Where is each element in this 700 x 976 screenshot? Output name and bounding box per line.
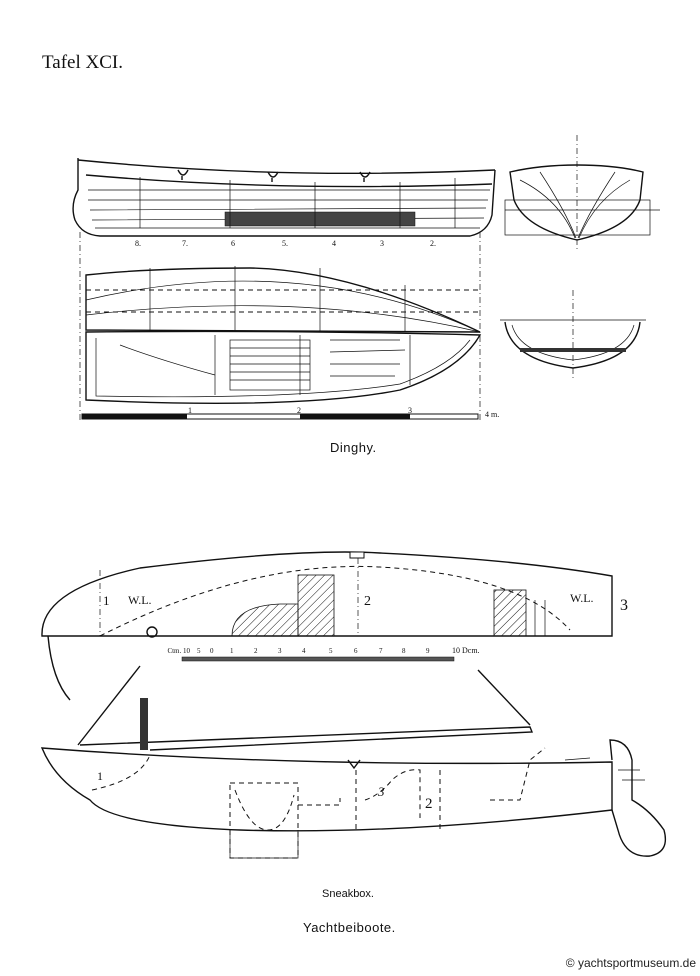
dinghy-body-plan (504, 135, 660, 250)
scale-label: 5 (329, 647, 333, 655)
scale-label: 2 (254, 647, 258, 655)
plate-caption: Yachtbeiboote. (303, 920, 396, 935)
scale-label: 4 (302, 647, 306, 655)
scale-label: 3 (408, 406, 412, 415)
scale-label: Ctm. 10 (167, 647, 190, 655)
frame-number: 6 (231, 239, 235, 248)
frame-number: 3 (380, 239, 384, 248)
dinghy-plan (85, 266, 482, 405)
scale-label: 8 (402, 647, 406, 655)
plan-label: W.L. (570, 591, 594, 605)
scale-label: 2 (297, 406, 301, 415)
frame-number: 8. (135, 239, 141, 248)
dinghy-section (500, 290, 646, 380)
side-label: 2 (425, 796, 433, 812)
scale-label: 10 Dcm. (452, 646, 480, 655)
dinghy-scale: 1 2 3 4 m. (81, 406, 499, 420)
plan-label: 3 (620, 597, 628, 614)
scale-label: 6 (354, 647, 358, 655)
scale-label: 3 (278, 647, 282, 655)
sneakbox-profile: 1 3 2 (40, 665, 667, 859)
side-label: 1 (97, 769, 103, 783)
side-label: 3 (377, 784, 385, 799)
plan-label: W.L. (128, 593, 152, 607)
frame-number: 4 (332, 239, 336, 248)
plan-label: 1 (103, 593, 110, 608)
scale-label: 4 m. (485, 410, 499, 419)
scale-label: 7 (379, 647, 383, 655)
plan-label: 2 (364, 594, 371, 609)
sneakbox-caption: Sneakbox. (322, 888, 374, 900)
scale-label: 5 (197, 647, 201, 655)
frame-number: 2. (430, 239, 436, 248)
dinghy-caption: Dinghy. (330, 440, 377, 455)
sneakbox-plan: 1 W.L. 2 W.L. 3 (41, 551, 628, 701)
sneakbox-scale: Ctm. 10 5 0 1 2 3 4 5 6 7 8 9 10 Dcm. (167, 646, 480, 662)
scale-label: 1 (230, 647, 234, 655)
frame-number: 7. (182, 239, 188, 248)
page-title: Tafel XCI. (42, 52, 123, 73)
scale-label: 1 (188, 406, 192, 415)
dinghy-profile: 8. 7. 6 5. 4 3 2. (72, 158, 496, 420)
watermark: © yachtsportmuseum.de (565, 956, 696, 970)
frame-number: 5. (282, 239, 288, 248)
scale-label: 9 (426, 647, 430, 655)
scale-label: 0 (210, 647, 214, 655)
